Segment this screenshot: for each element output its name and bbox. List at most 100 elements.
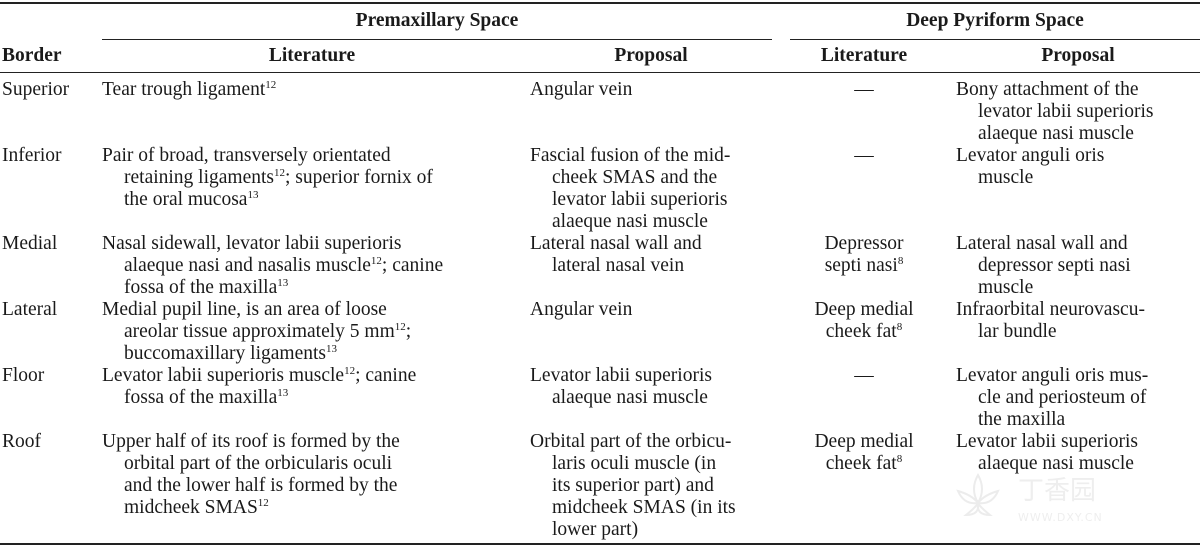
cell-line: Depressor bbox=[824, 233, 904, 254]
cell-line: alaeque nasi muscle bbox=[978, 123, 1134, 144]
cell-line: Tear trough ligament12 bbox=[102, 79, 277, 100]
reference-superscript: 12 bbox=[274, 167, 286, 179]
group-rule-deep-pyriform bbox=[790, 39, 1200, 40]
deep-lit-cell: — bbox=[790, 145, 938, 167]
cell-line: laris oculi muscle (in bbox=[552, 453, 717, 474]
pre-lit-cell: Tear trough ligament12 bbox=[102, 79, 522, 101]
reference-superscript: 13 bbox=[277, 387, 289, 399]
watermark-logo: 丁香园 WWW.DXY.CN bbox=[948, 469, 1178, 536]
cell-line: alaeque nasi muscle bbox=[978, 453, 1134, 474]
pre-prop-cell: Orbital part of the orbicu-laris oculi m… bbox=[530, 431, 780, 541]
header-rule bbox=[0, 72, 1200, 73]
cell-line: alaeque nasi muscle bbox=[552, 211, 708, 232]
cell-line: Upper half of its roof is formed by the bbox=[102, 431, 400, 452]
cell-line: depressor septi nasi bbox=[978, 255, 1131, 276]
pre-prop-cell: Fascial fusion of the mid-cheek SMAS and… bbox=[530, 145, 780, 233]
column-header-premaxillary-literature: Literature bbox=[268, 45, 356, 66]
reference-superscript: 8 bbox=[896, 321, 903, 333]
reference-superscript: 12 bbox=[394, 321, 406, 333]
cell-line: Medial pupil line, is an area of loose bbox=[102, 299, 387, 320]
group-header-deep-pyriform: Deep Pyriform Space bbox=[906, 10, 1084, 31]
group-header-premaxillary: Premaxillary Space bbox=[355, 10, 519, 31]
cell-line: Deep medial bbox=[814, 299, 914, 320]
reference-superscript: 12 bbox=[265, 79, 277, 91]
cell-line: Deep medial bbox=[814, 431, 914, 452]
group-rule-premaxillary bbox=[102, 39, 772, 40]
top-rule bbox=[0, 2, 1200, 4]
cell-line: buccomaxillary ligaments13 bbox=[124, 343, 337, 364]
border-cell: Inferior bbox=[2, 145, 62, 166]
cell-line: Angular vein bbox=[530, 299, 633, 320]
cell-line: Levator anguli oris bbox=[956, 145, 1105, 166]
reference-superscript: 13 bbox=[247, 189, 259, 201]
border-cell: Floor bbox=[2, 365, 45, 386]
reference-superscript: 8 bbox=[896, 453, 903, 465]
cell-line: cheek fat8 bbox=[825, 453, 903, 474]
pre-prop-cell: Angular vein bbox=[530, 79, 780, 101]
cell-line: Levator labii superioris muscle12; canin… bbox=[102, 365, 417, 386]
cell-line: alaeque nasi muscle bbox=[552, 387, 708, 408]
cell-line: alaeque nasi and nasalis muscle12; canin… bbox=[124, 255, 444, 276]
cell-line: Nasal sidewall, levator labii superioris bbox=[102, 233, 402, 254]
border-cell: Superior bbox=[2, 79, 70, 100]
pre-lit-cell: Nasal sidewall, levator labii superioris… bbox=[102, 233, 522, 299]
cell-line: midcheek SMAS (in its bbox=[552, 497, 736, 518]
deep-prop-cell: Infraorbital neurovascu-lar bundle bbox=[956, 299, 1200, 343]
pre-prop-cell: Angular vein bbox=[530, 299, 780, 321]
cell-line: Levator anguli oris mus- bbox=[956, 365, 1149, 386]
cell-line: Levator labii superioris bbox=[530, 365, 712, 386]
cell-line: Pair of broad, transversely orientated bbox=[102, 145, 391, 166]
column-header-deep-proposal: Proposal bbox=[1041, 45, 1115, 66]
cell-line: the oral mucosa13 bbox=[124, 189, 259, 210]
border-cell: Medial bbox=[2, 233, 58, 254]
cell-line: orbital part of the orbicularis oculi bbox=[124, 453, 393, 474]
cell-line: retaining ligaments12; superior fornix o… bbox=[124, 167, 433, 188]
reference-superscript: 13 bbox=[325, 343, 337, 355]
cell-line: — bbox=[854, 365, 874, 386]
cell-line: muscle bbox=[978, 167, 1034, 188]
bottom-rule bbox=[0, 543, 1200, 545]
cell-line: cle and periosteum of bbox=[978, 387, 1147, 408]
cell-line: muscle bbox=[978, 277, 1034, 298]
cell-line: Levator labii superioris bbox=[956, 431, 1138, 452]
cell-line: Orbital part of the orbicu- bbox=[530, 431, 732, 452]
border-cell: Lateral bbox=[2, 299, 58, 320]
cell-line: lower part) bbox=[552, 519, 639, 540]
cell-line: and the lower half is formed by the bbox=[124, 475, 398, 496]
border-cell: Roof bbox=[2, 431, 41, 452]
cell-line: lateral nasal vein bbox=[552, 255, 685, 276]
reference-superscript: 13 bbox=[277, 277, 289, 289]
deep-lit-cell: — bbox=[790, 79, 938, 101]
cell-line: — bbox=[854, 145, 874, 166]
cell-line: cheek SMAS and the bbox=[552, 167, 718, 188]
cell-line: septi nasi8 bbox=[824, 255, 904, 276]
column-header-deep-literature: Literature bbox=[820, 45, 908, 66]
cell-line: cheek fat8 bbox=[825, 321, 903, 342]
cell-line: Fascial fusion of the mid- bbox=[530, 145, 731, 166]
cell-line: — bbox=[854, 79, 874, 100]
cell-line: its superior part) and bbox=[552, 475, 714, 496]
watermark-text: WWW.DXY.CN bbox=[1018, 511, 1103, 524]
column-header-border: Border bbox=[2, 45, 62, 66]
cell-line: levator labii superioris bbox=[552, 189, 728, 210]
pre-lit-cell: Levator labii superioris muscle12; canin… bbox=[102, 365, 522, 409]
cell-line: Bony attachment of the bbox=[956, 79, 1139, 100]
cell-line: Lateral nasal wall and bbox=[956, 233, 1128, 254]
cell-line: levator labii superioris bbox=[978, 101, 1154, 122]
cell-line: the maxilla bbox=[978, 409, 1066, 430]
cell-line: areolar tissue approximately 5 mm12; bbox=[124, 321, 412, 342]
cell-line: lar bundle bbox=[978, 321, 1057, 342]
reference-superscript: 12 bbox=[257, 497, 269, 509]
cell-line: fossa of the maxilla13 bbox=[124, 387, 289, 408]
cell-line: midcheek SMAS12 bbox=[124, 497, 269, 518]
